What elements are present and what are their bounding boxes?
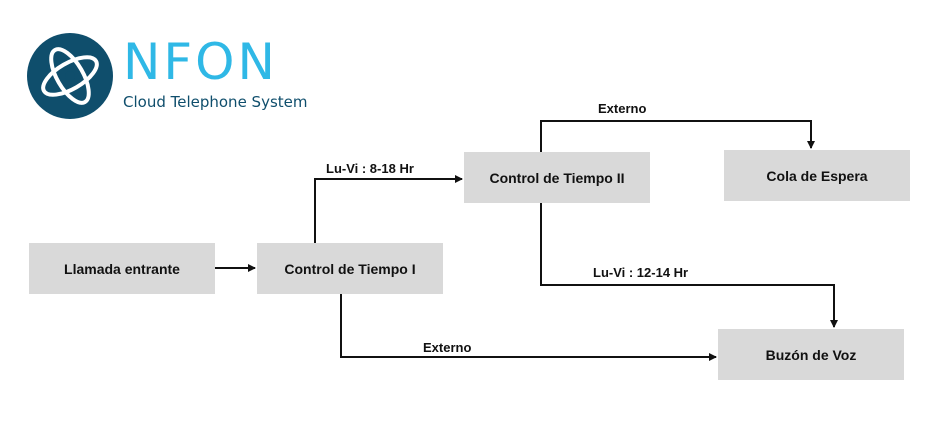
node-time-control-1: Control de Tiempo I bbox=[257, 243, 443, 294]
label-external-top: Externo bbox=[598, 101, 647, 116]
label-midday-hours: Lu-Vi : 12-14 Hr bbox=[593, 265, 689, 280]
label-weekday-hours: Lu-Vi : 8-18 Hr bbox=[326, 161, 414, 176]
edge-tc2-to-queue bbox=[540, 120, 815, 152]
nfon-logo: NFON Cloud Telephone System bbox=[26, 32, 326, 122]
edge-tc1-to-voicemail bbox=[340, 294, 717, 361]
node-incoming-call: Llamada entrante bbox=[29, 243, 215, 294]
label-external-bottom: Externo bbox=[423, 340, 472, 355]
nfon-logo-icon bbox=[27, 33, 113, 119]
node-time-control-2: Control de Tiempo II bbox=[464, 152, 650, 203]
node-voicemail: Buzón de Voz bbox=[718, 329, 904, 380]
brand-tagline: Cloud Telephone System bbox=[123, 93, 308, 111]
node-queue: Cola de Espera bbox=[724, 150, 910, 201]
edge-tc2-to-voicemail bbox=[540, 203, 838, 328]
brand-name: NFON bbox=[123, 33, 278, 91]
edge-tc1-to-tc2 bbox=[314, 175, 463, 243]
